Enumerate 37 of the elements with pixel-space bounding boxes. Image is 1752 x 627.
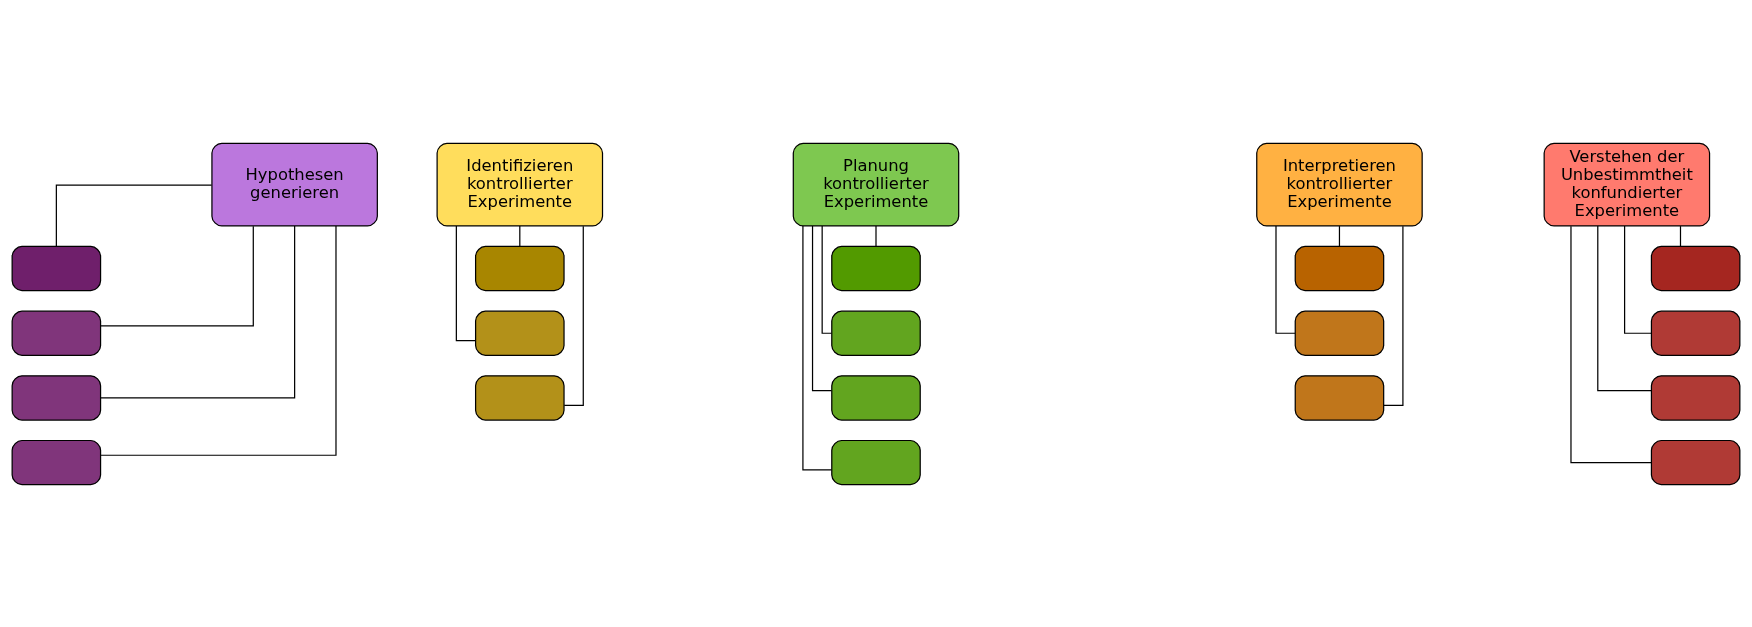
connector — [1338, 225, 1341, 247]
node-box — [1294, 374, 1385, 421]
node-box — [11, 245, 102, 291]
connector — [1679, 225, 1682, 247]
node-box — [11, 310, 102, 356]
connector — [1597, 224, 1652, 391]
node-box — [831, 439, 921, 485]
connector — [519, 225, 521, 247]
node-box — [1294, 310, 1385, 356]
node-box — [475, 374, 565, 421]
connector — [100, 225, 254, 326]
connector — [821, 224, 833, 334]
connector — [802, 225, 833, 471]
node-box — [1650, 310, 1741, 356]
node-box — [11, 374, 102, 421]
connector — [811, 224, 833, 391]
node-box — [1650, 439, 1741, 485]
node-box — [831, 374, 921, 421]
connector — [1570, 225, 1652, 463]
node-box — [1650, 245, 1741, 291]
node-box — [475, 310, 565, 356]
node-box: Planung kontrollierter Experimente — [792, 142, 960, 227]
node-box — [11, 439, 102, 485]
node-box — [831, 310, 921, 356]
node-box — [831, 245, 921, 291]
connector — [100, 224, 296, 399]
connector — [55, 183, 213, 247]
node-box — [1294, 245, 1385, 291]
connector — [875, 225, 877, 247]
connector — [1624, 224, 1652, 334]
node-box — [1650, 374, 1741, 421]
node-box — [475, 245, 565, 291]
node-box: Hypothesen generieren — [211, 142, 378, 227]
node-box: Identifizieren kontrollierter Experimente — [436, 142, 604, 227]
node-box: Verstehen der Unbestimmtheit konfundierter Experimente — [1543, 142, 1711, 227]
connector — [100, 224, 337, 456]
node-box: Interpretieren kontrollierter Experimente — [1256, 142, 1423, 227]
